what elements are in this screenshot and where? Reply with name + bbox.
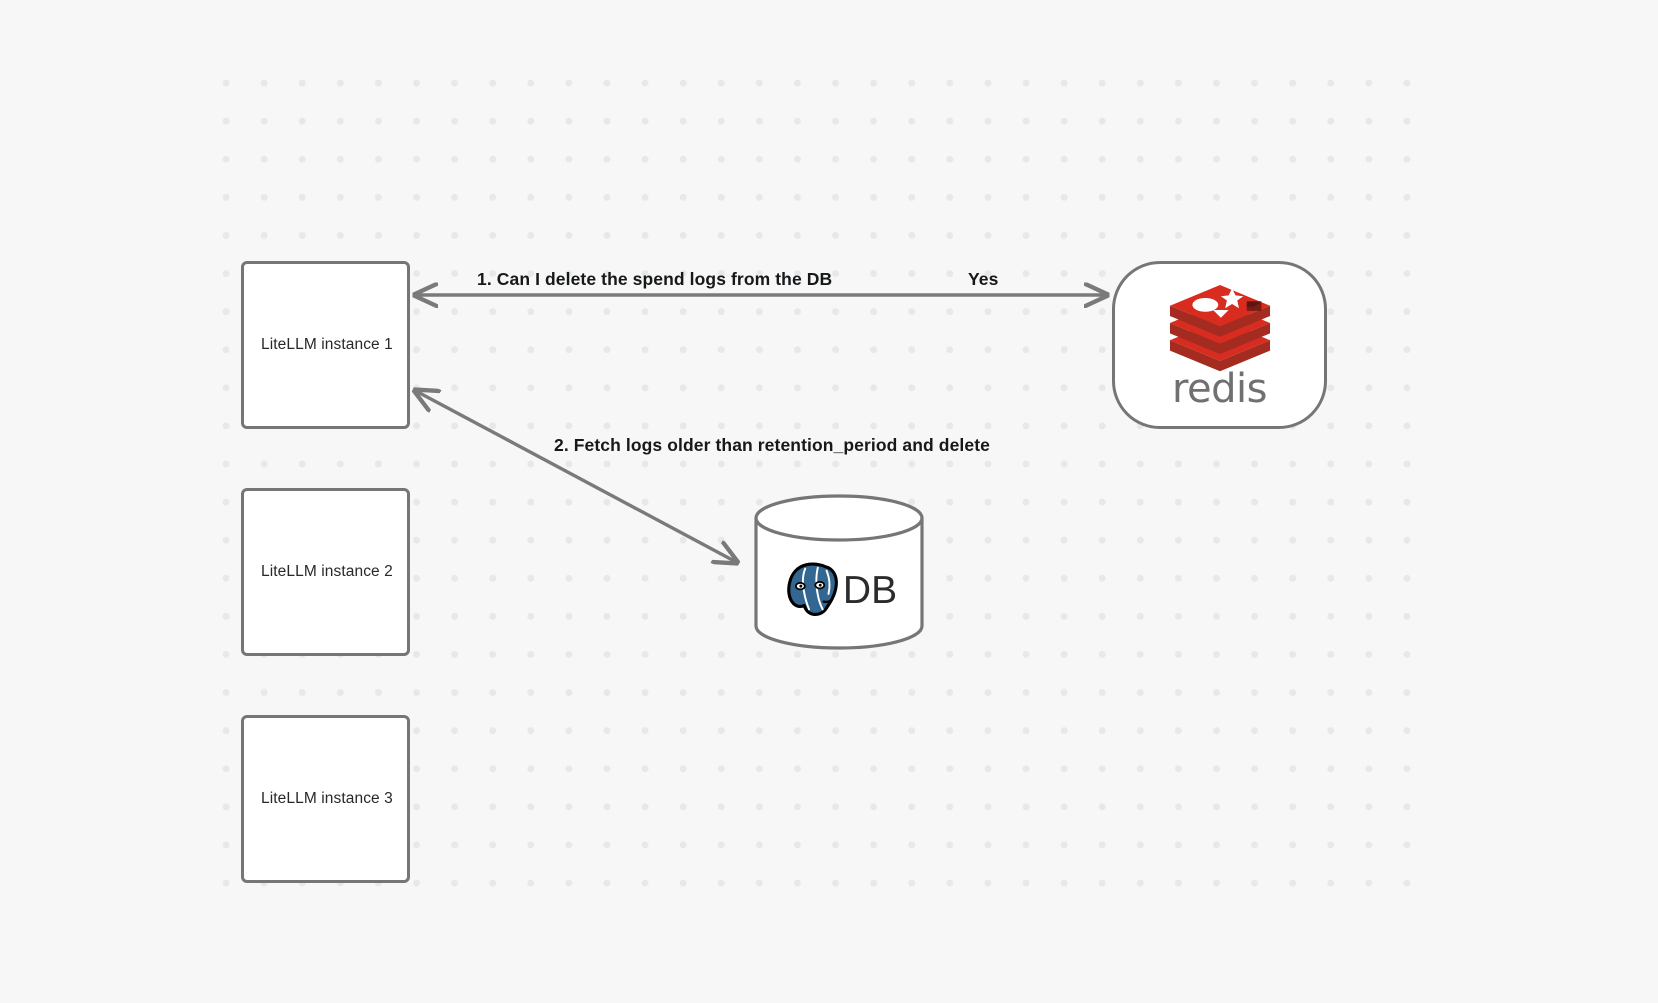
node-litellm-instance-2[interactable]: LiteLLM instance 2 [241, 488, 410, 656]
node-litellm-instance-1[interactable]: LiteLLM instance 1 [241, 261, 410, 429]
node-litellm-instance-2-label: LiteLLM instance 2 [261, 563, 393, 580]
node-litellm-instance-1-label: LiteLLM instance 1 [261, 336, 393, 353]
edge-1-response-label: Yes [968, 269, 999, 289]
edge-instance1-database [414, 390, 738, 563]
node-litellm-instance-3[interactable]: LiteLLM instance 3 [241, 715, 410, 883]
node-litellm-instance-3-label: LiteLLM instance 3 [261, 790, 393, 807]
node-database[interactable]: DB [753, 493, 925, 651]
database-label: DB [842, 568, 898, 612]
redis-logo-icon [1169, 285, 1270, 372]
edge-1-request-label: 1. Can I delete the spend logs from the … [477, 269, 833, 289]
redis-wordmark-label: redis [1171, 366, 1268, 412]
node-redis[interactable]: redis [1112, 261, 1327, 429]
postgresql-elephant-icon [787, 562, 838, 616]
edge-2-label: 2. Fetch logs older than retention_perio… [554, 435, 990, 455]
cylinder-shape [754, 494, 924, 650]
